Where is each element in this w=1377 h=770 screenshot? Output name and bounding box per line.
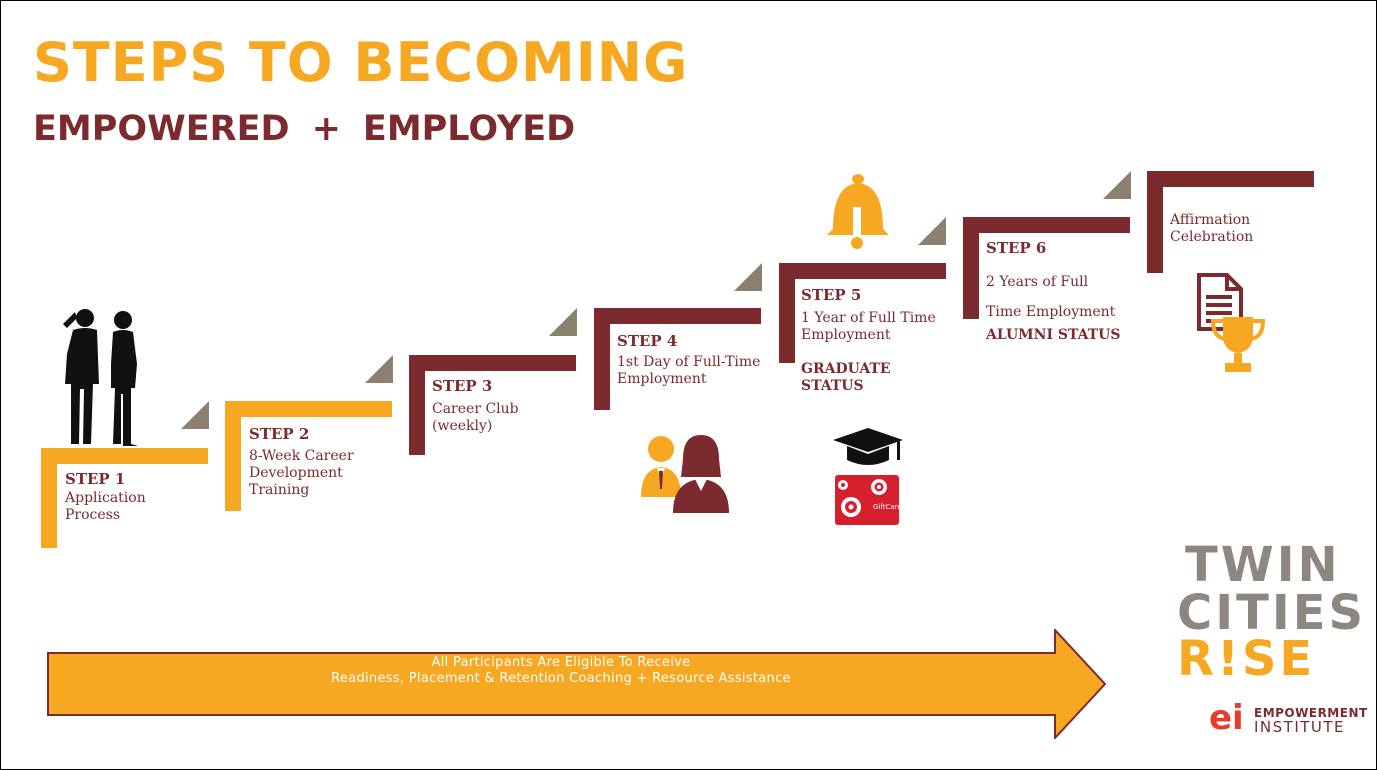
- step-final-riser: [1147, 171, 1163, 273]
- step-2-riser: [225, 401, 241, 511]
- step-1-label: STEP 1: [65, 470, 126, 488]
- step-2-tread: [225, 401, 392, 417]
- step-2-label: STEP 2: [249, 425, 310, 443]
- svg-text:GiftCard: GiftCard: [873, 503, 899, 511]
- step-5-riser: [779, 263, 795, 363]
- step-3-text: Career Club(weekly): [432, 401, 519, 434]
- step-6-status: ALUMNI STATUS: [986, 327, 1121, 343]
- step-5-tread: [779, 263, 946, 279]
- step-3-marker: [549, 308, 577, 336]
- step-6-tread: [963, 217, 1130, 233]
- slide-title: STEPS TO BECOMING: [33, 31, 689, 94]
- trophy-icon: [1211, 317, 1265, 372]
- step-3-riser: [409, 355, 425, 455]
- subtitle-empowered: EMPOWERED: [33, 109, 290, 149]
- banner-line-2: Readiness, Placement & Retention Coachin…: [331, 671, 791, 686]
- gift-card-icon: GiftCard: [835, 475, 899, 525]
- step-6-riser: [963, 217, 979, 319]
- banner-text: All Participants Are Eligible To Receive…: [61, 655, 1061, 687]
- step-3-label: STEP 3: [432, 377, 493, 395]
- people-silhouette-icon: [63, 309, 138, 446]
- ei-org-line-1: EMPOWERMENT: [1254, 706, 1368, 720]
- ei-logo-mark: ei: [1209, 698, 1244, 738]
- step-5-marker: [918, 217, 946, 245]
- step-3-tread: [409, 355, 576, 371]
- step-4-marker: [734, 263, 762, 291]
- step-final-tread: [1147, 171, 1314, 187]
- step-1-tread: [41, 448, 208, 464]
- logo-line-cities: CITIES: [1177, 585, 1367, 641]
- step-4-tread: [594, 308, 761, 324]
- logo-line-rise: R!SE: [1177, 631, 1316, 687]
- ei-org-line-2: INSTITUTE: [1254, 718, 1346, 736]
- step-6-marker: [1103, 171, 1131, 199]
- subtitle-plus: +: [311, 109, 341, 149]
- subtitle-employed: EMPLOYED: [362, 109, 576, 149]
- graduation-cap-icon: [833, 428, 903, 465]
- bell-icon: [827, 174, 889, 249]
- step-4-riser: [594, 308, 610, 410]
- step-1-marker: [181, 401, 209, 429]
- slide-subtitle: EMPOWERED + EMPLOYED: [33, 109, 575, 149]
- professionals-icon: [641, 435, 729, 513]
- logo-line-twin: TWIN: [1185, 537, 1341, 593]
- banner-line-1: All Participants Are Eligible To Receive: [431, 655, 691, 670]
- step-4-label: STEP 4: [617, 332, 678, 350]
- step-5-label: STEP 5: [801, 286, 862, 304]
- step-1-riser: [41, 448, 57, 548]
- step-2-marker: [365, 355, 393, 383]
- banner-arrow: [47, 629, 1107, 739]
- step-6-label: STEP 6: [986, 239, 1047, 257]
